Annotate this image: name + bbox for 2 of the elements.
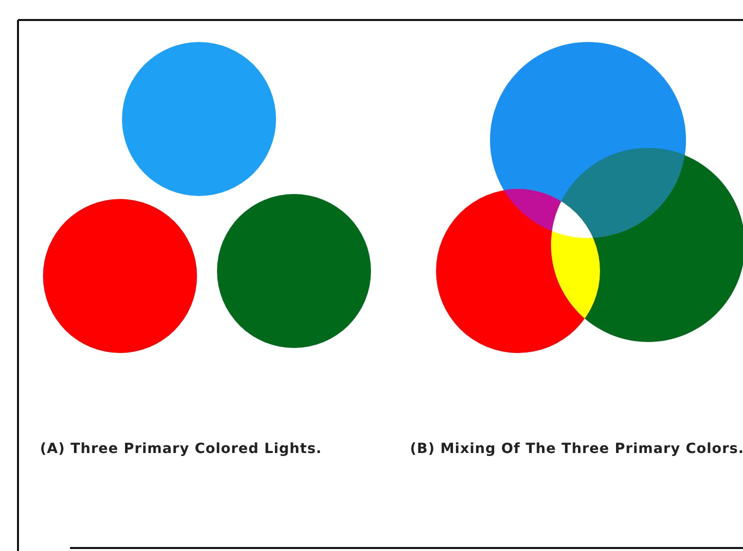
figure-caption: (A) Three Primary Colored Lights. — [40, 440, 323, 459]
figure-caption: (B) Mixing Of The Three Primary Colors. — [410, 440, 743, 459]
